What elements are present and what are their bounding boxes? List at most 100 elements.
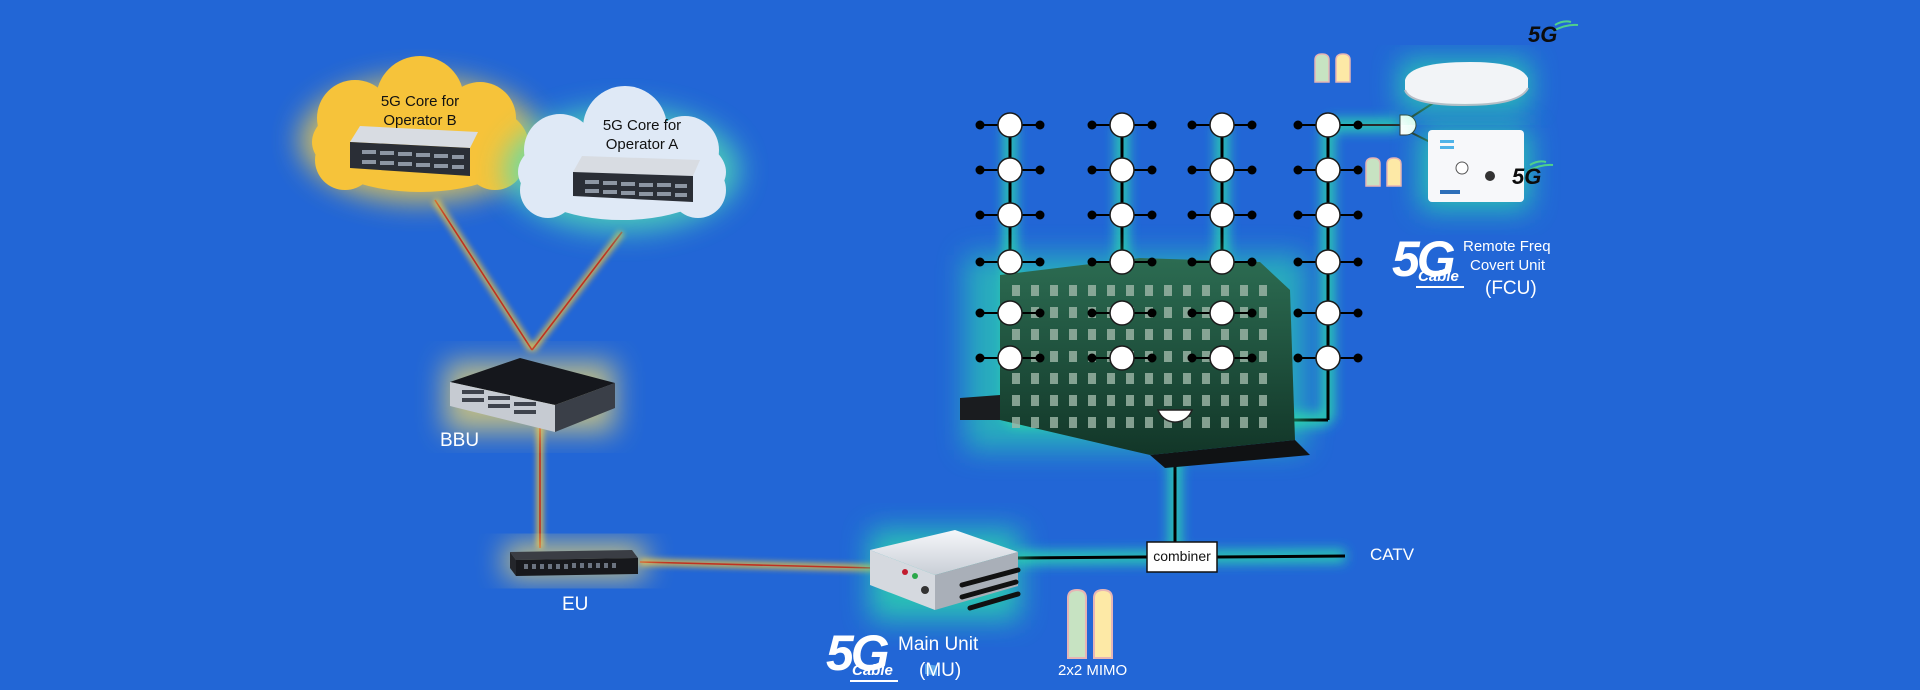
node-endpoint (975, 210, 985, 220)
antenna-node (1315, 345, 1341, 371)
main-unit-device-icon (870, 530, 1021, 676)
antenna-node (1315, 300, 1341, 326)
node-endpoint (1187, 257, 1197, 267)
server-icon (573, 156, 700, 202)
node-endpoint (1035, 165, 1045, 175)
antenna-node (1209, 300, 1235, 326)
antenna-node (1209, 157, 1235, 183)
node-endpoint (1187, 120, 1197, 130)
building-window (1069, 329, 1077, 340)
building-window (1240, 329, 1248, 340)
building-window (1088, 395, 1096, 406)
building-window (1183, 307, 1191, 318)
building-window (1259, 329, 1267, 340)
node-endpoint (1087, 308, 1097, 318)
node-endpoint (1293, 120, 1303, 130)
building-window (1164, 395, 1172, 406)
building-window (1183, 395, 1191, 406)
building-window (1050, 307, 1058, 318)
building-window (1259, 285, 1267, 296)
node-endpoint (1187, 308, 1197, 318)
node-endpoint (975, 257, 985, 267)
node-endpoint (1187, 165, 1197, 175)
building-window (1240, 351, 1248, 362)
node-endpoint (1293, 165, 1303, 175)
building-window (1221, 417, 1229, 428)
building-window (1164, 285, 1172, 296)
antenna-node (1315, 202, 1341, 228)
building-window (1259, 373, 1267, 384)
building-window (1069, 373, 1077, 384)
building-window (1012, 329, 1020, 340)
building-window (1145, 373, 1153, 384)
node-endpoint (1247, 165, 1257, 175)
building-window (1107, 373, 1115, 384)
building-window (1259, 395, 1267, 406)
building-window (1183, 329, 1191, 340)
building-window (1031, 373, 1039, 384)
node-endpoint (1087, 120, 1097, 130)
node-endpoint (1353, 120, 1363, 130)
node-endpoint (1147, 353, 1157, 363)
building-window (1183, 373, 1191, 384)
building-window (1088, 285, 1096, 296)
bbu-label: BBU (440, 430, 480, 451)
building-window (1050, 373, 1058, 384)
building-window (1012, 395, 1020, 406)
link-coreb-bbu (434, 199, 533, 351)
core-a-label: 5G Core for Operator A (602, 117, 682, 153)
antenna-node (1315, 157, 1341, 183)
building-window (1031, 417, 1039, 428)
node-endpoint (1353, 257, 1363, 267)
building-window (1145, 417, 1153, 428)
building-window (1164, 373, 1172, 384)
building-window (1240, 395, 1248, 406)
node-endpoint (1187, 210, 1197, 220)
node-endpoint (1087, 165, 1097, 175)
building-window (1202, 373, 1210, 384)
building-window (1202, 285, 1210, 296)
main-unit-abbr-label: (MU) (919, 660, 962, 681)
fcu-abbr-label: (FCU) (1485, 278, 1537, 299)
building-window (1240, 373, 1248, 384)
antenna-node (997, 345, 1023, 371)
building-window (1240, 417, 1248, 428)
node-endpoint (1293, 257, 1303, 267)
antenna-node (1209, 112, 1235, 138)
node-endpoint (975, 308, 985, 318)
antenna-node (1209, 345, 1235, 371)
antenna-node (997, 202, 1023, 228)
core-b-label: 5G Core for Operator B (380, 93, 460, 129)
node-endpoint (1035, 257, 1045, 267)
antenna-node-grid (975, 112, 1363, 371)
antenna-node (997, 300, 1023, 326)
node-endpoint (975, 165, 985, 175)
building-window (1202, 329, 1210, 340)
building-window (1183, 417, 1191, 428)
building-window (1221, 329, 1229, 340)
node-endpoint (1087, 210, 1097, 220)
building-window (1145, 285, 1153, 296)
node-endpoint (1035, 210, 1045, 220)
fcu-router-icon (1400, 60, 1530, 110)
node-endpoint (1035, 120, 1045, 130)
building-window (1069, 417, 1077, 428)
building-window (1221, 373, 1229, 384)
building-window (1221, 395, 1229, 406)
building-window (1050, 351, 1058, 362)
five-g-cable-logo-mu: 5G Cable (826, 628, 906, 688)
node-endpoint (1035, 353, 1045, 363)
splitter-icon (1156, 409, 1194, 423)
building-window (1164, 307, 1172, 318)
building-window (1031, 329, 1039, 340)
building-window (1069, 307, 1077, 318)
node-endpoint (1293, 308, 1303, 318)
antenna-node (1315, 112, 1341, 138)
node-endpoint (1293, 210, 1303, 220)
building-window (1164, 329, 1172, 340)
building-window (1126, 417, 1134, 428)
building-window (1145, 395, 1153, 406)
building-illustration (960, 255, 1310, 468)
